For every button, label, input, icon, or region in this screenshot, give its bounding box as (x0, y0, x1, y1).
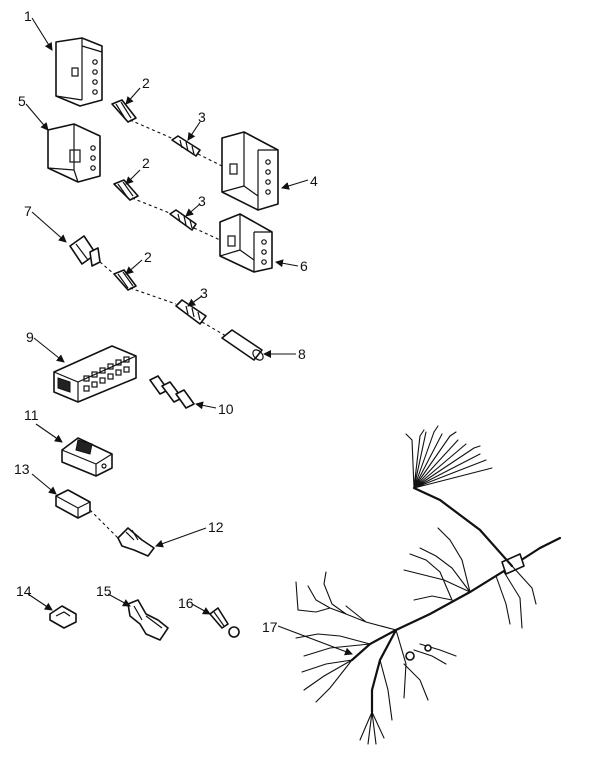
part-4-mating-connector (221, 131, 279, 211)
callout-2b: 2 (142, 155, 150, 171)
part-16-ring-terminal (209, 607, 240, 638)
callout-leader-17 (277, 625, 353, 656)
part-6-mating-connector (219, 213, 273, 273)
callout-2c: 2 (144, 249, 152, 265)
callout-leader-11 (35, 423, 63, 443)
part-5-connector-housing (47, 123, 101, 183)
part-12-terminal (117, 527, 155, 557)
part-3-terminal-c (175, 299, 207, 325)
part-3-terminal-a (171, 135, 201, 157)
callout-5: 5 (18, 93, 26, 109)
callout-13: 13 (14, 461, 30, 477)
terminal-dashed-line-b2 (193, 227, 221, 241)
part-3-terminal-b (169, 209, 197, 231)
callout-leader-9 (33, 337, 65, 363)
callout-leader-2b (125, 169, 141, 185)
part-2-terminal-c (113, 269, 137, 291)
callout-leader-5 (25, 103, 49, 131)
callout-leader-3c (187, 295, 203, 307)
part-14-clip (49, 605, 77, 629)
callout-15: 15 (96, 583, 112, 599)
callout-7: 7 (24, 203, 32, 219)
callout-1: 1 (24, 8, 32, 24)
callout-leader-6 (275, 259, 299, 268)
callout-16: 16 (178, 595, 194, 611)
callout-6: 6 (300, 258, 308, 274)
callout-leader-4 (281, 179, 309, 190)
part-10-pin-terminals (149, 375, 195, 409)
callout-leader-14 (27, 593, 53, 611)
block-pin-grid (83, 356, 130, 392)
harness-sleeve (501, 553, 525, 575)
callout-12: 12 (208, 519, 224, 535)
callout-leader-7 (31, 211, 67, 243)
terminal-dashed-line-c2 (201, 321, 227, 337)
part-2-terminal-b (113, 179, 139, 201)
callout-leader-2a (125, 87, 141, 105)
part-8-sleeve (221, 329, 264, 361)
part-2-terminal-a (111, 99, 137, 123)
callout-leader-12 (155, 527, 207, 548)
terminal-dashed-line-12 (89, 509, 119, 539)
part-15-spade-terminal (127, 599, 169, 641)
callout-leader-2c (125, 259, 143, 275)
callout-leader-3b (185, 203, 201, 217)
callout-leader-3a (187, 121, 201, 141)
callout-10: 10 (218, 401, 234, 417)
callout-leader-16 (191, 603, 211, 615)
part-17-wiring-harness (295, 425, 562, 745)
callout-17: 17 (262, 619, 278, 635)
callout-3b: 3 (198, 193, 206, 209)
callout-2a: 2 (142, 75, 150, 91)
callout-14: 14 (16, 583, 32, 599)
terminal-dashed-line-b (131, 197, 173, 215)
part-1-connector-housing (55, 37, 103, 107)
part-11-connector-cap (61, 437, 113, 477)
callout-11: 11 (24, 407, 39, 423)
part-9-multi-pin-block (53, 345, 137, 403)
callout-3c: 3 (200, 285, 208, 301)
callout-4: 4 (310, 173, 318, 189)
part-7-plug (69, 235, 101, 267)
callout-8: 8 (298, 346, 306, 362)
callout-leader-10 (195, 401, 217, 410)
terminal-dashed-line-a (129, 119, 177, 141)
callout-leader-1 (31, 17, 53, 51)
callout-leader-15 (107, 593, 131, 607)
part-13-housing (55, 489, 91, 519)
callout-3a: 3 (198, 109, 206, 125)
callout-leader-13 (31, 473, 57, 495)
terminal-dashed-line-c (99, 261, 177, 305)
callout-9: 9 (26, 329, 34, 345)
terminal-dashed-line-a2 (197, 153, 223, 167)
